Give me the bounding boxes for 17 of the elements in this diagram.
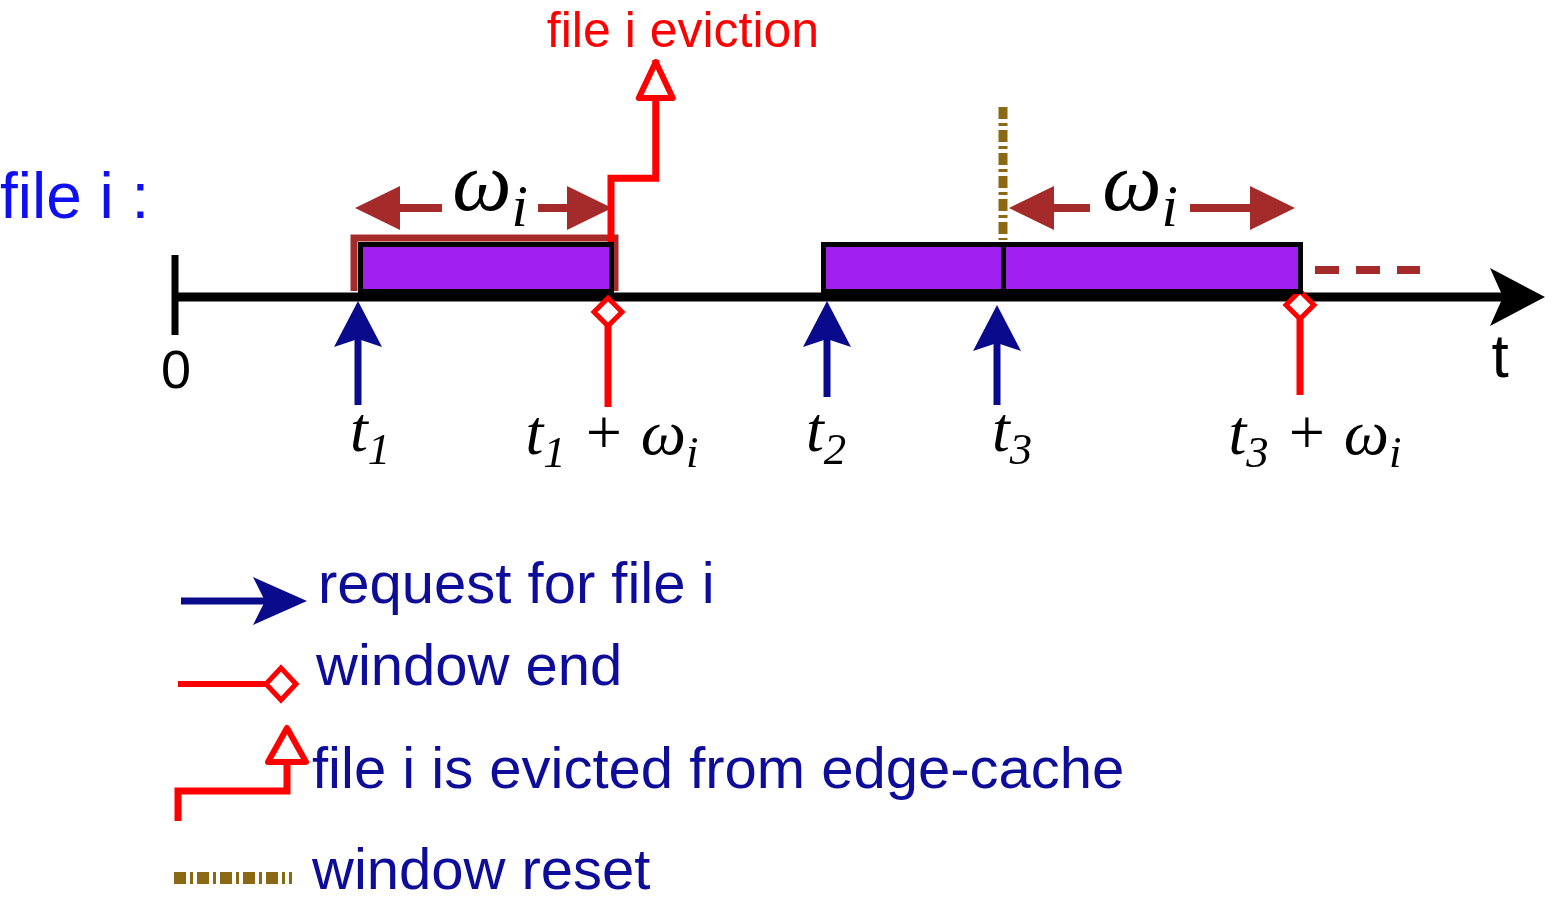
dimension-label: ω$_{i}$: [1102, 140, 1178, 224]
row-label: file i :: [0, 160, 150, 234]
legend-text: request for file i: [318, 550, 715, 617]
time-label: t$_{2}$: [805, 398, 847, 462]
legend-text: file i is evicted from edge-cache: [312, 735, 1125, 802]
event-label: file i eviction: [546, 0, 820, 60]
legend-text: window reset: [312, 836, 651, 903]
window-bar: [358, 242, 614, 294]
time-label: t$_{3}$ + ω$_{i}$: [1228, 401, 1402, 465]
dimension-label: ω$_{i}$: [452, 140, 528, 224]
tick-label: 0: [161, 338, 191, 401]
time-label: t$_{1}$: [349, 398, 391, 462]
time-label: t$_{3}$: [991, 398, 1033, 462]
axis-label: t: [1491, 320, 1509, 392]
eviction-arrow: [607, 59, 676, 242]
legend-text: window end: [316, 632, 623, 699]
time-label: t$_{1}$ + ω$_{i}$: [525, 401, 699, 465]
